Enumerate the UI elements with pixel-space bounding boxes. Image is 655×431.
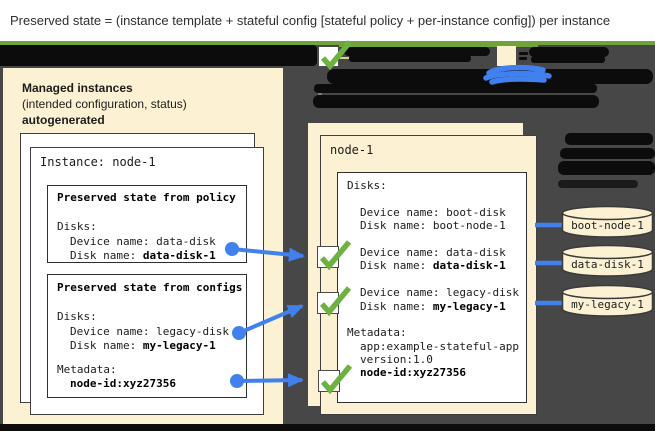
checkmark-icon xyxy=(320,364,353,395)
redaction-bar xyxy=(0,45,317,66)
metadata-node-id-line: node-id:xyz27356 xyxy=(360,366,466,380)
policy-box-title: Preserved state from policy xyxy=(57,191,236,204)
redaction-bar xyxy=(314,84,597,93)
legacy-disk-line: Disk name: my-legacy-1 xyxy=(347,300,526,313)
data-disk-line: Disk name: data-disk-1 xyxy=(347,259,526,272)
boot-disk-line: Disk name: boot-node-1 xyxy=(360,219,506,233)
boot-device-line: Device name: boot-disk xyxy=(360,205,506,219)
redaction-scribble xyxy=(531,56,605,63)
legend-green-bar xyxy=(339,41,538,47)
banner: Preserved state = (instance template + s… xyxy=(0,0,655,41)
preserved-checkbox-data-disk xyxy=(317,240,352,271)
redaction-bar xyxy=(313,95,599,108)
redaction-bar xyxy=(560,148,655,159)
disk-name-label: Disk name: xyxy=(360,299,433,313)
spacer xyxy=(347,233,526,246)
checkmark-icon xyxy=(320,40,353,71)
redaction-bar xyxy=(327,69,653,84)
panel-subtitle: (intended configuration, status) xyxy=(22,97,187,111)
spacer xyxy=(57,354,246,363)
metadata-app-line: app:example-stateful-app xyxy=(360,339,519,353)
instance-title: Instance: node-1 xyxy=(40,155,156,169)
spacer xyxy=(347,192,526,205)
disk-cylinder-legacy: my-legacy-1 xyxy=(561,284,654,317)
redaction-bar xyxy=(558,161,655,175)
green-divider xyxy=(0,41,655,45)
disks-heading: Disks: xyxy=(347,179,387,192)
spacer xyxy=(347,313,526,326)
disk-label: boot-node-1 xyxy=(571,219,644,232)
device-name-line: Device name: data-disk xyxy=(70,234,216,248)
metadata-value: node-id:xyz27356 xyxy=(70,377,176,390)
vm-state-box: Disks: Device name: boot-disk Disk name:… xyxy=(337,172,527,403)
banner-title: Preserved state = (instance template + s… xyxy=(10,13,611,28)
disk-name-value: data-disk-1 xyxy=(142,249,216,262)
redaction-bar xyxy=(558,180,638,188)
data-device-line: Device name: data-disk xyxy=(360,245,506,259)
equals-dash xyxy=(519,57,527,60)
spacer xyxy=(347,273,526,286)
preserved-checkbox-node-id xyxy=(318,364,353,395)
bottom-strip xyxy=(0,424,655,431)
disk-name-label: Disk name: xyxy=(70,339,143,352)
disk-name-label: Disk name: xyxy=(70,249,143,262)
disk-name-line: Disk name: my-legacy-1 xyxy=(57,339,246,354)
metadata-heading: Metadata: xyxy=(57,362,117,376)
redaction-bar xyxy=(565,133,653,145)
policy-box: Preserved state from policy Disks: Devic… xyxy=(47,185,247,263)
configs-box-title: Preserved state from configs xyxy=(57,281,243,294)
disk-name-line: Disk name: data-disk-1 xyxy=(57,249,246,264)
redaction-scribble xyxy=(529,47,609,57)
disk-cylinder-boot: boot-node-1 xyxy=(561,205,654,238)
disk-cylinder-data: data-disk-1 xyxy=(561,244,654,277)
redaction-scribble xyxy=(349,55,471,62)
redaction-scribble xyxy=(344,47,490,56)
disk-name-value: data-disk-1 xyxy=(432,259,506,273)
panel-title: Managed instances xyxy=(22,81,133,95)
legacy-device-line: Device name: legacy-disk xyxy=(360,286,519,300)
disk-name-label: Disk name: xyxy=(360,259,433,273)
disk-name-value: my-legacy-1 xyxy=(142,339,216,352)
disks-heading: Disks: xyxy=(57,310,97,323)
legend-checkbox xyxy=(318,40,353,71)
disk-label: data-disk-1 xyxy=(571,258,644,271)
metadata-version-line: version:1.0 xyxy=(360,353,433,367)
device-name-line: Device name: legacy-disk xyxy=(70,324,229,338)
panel-note: autogenerated xyxy=(22,113,105,127)
spacer xyxy=(57,206,246,221)
disks-heading: Disks: xyxy=(57,220,97,233)
metadata-heading: Metadata: xyxy=(347,326,407,340)
vm-title: node-1 xyxy=(330,143,374,157)
checkmark-icon xyxy=(319,286,352,317)
disk-label: my-legacy-1 xyxy=(571,298,644,311)
preserved-checkbox-legacy-disk xyxy=(317,286,352,317)
beige-config-swatch xyxy=(497,46,516,66)
equals-dash xyxy=(519,52,528,55)
configs-box: Preserved state from configs Disks: Devi… xyxy=(47,274,247,398)
disk-name-value: my-legacy-1 xyxy=(432,299,506,313)
checkmark-icon xyxy=(319,240,352,271)
spacer xyxy=(57,296,246,311)
